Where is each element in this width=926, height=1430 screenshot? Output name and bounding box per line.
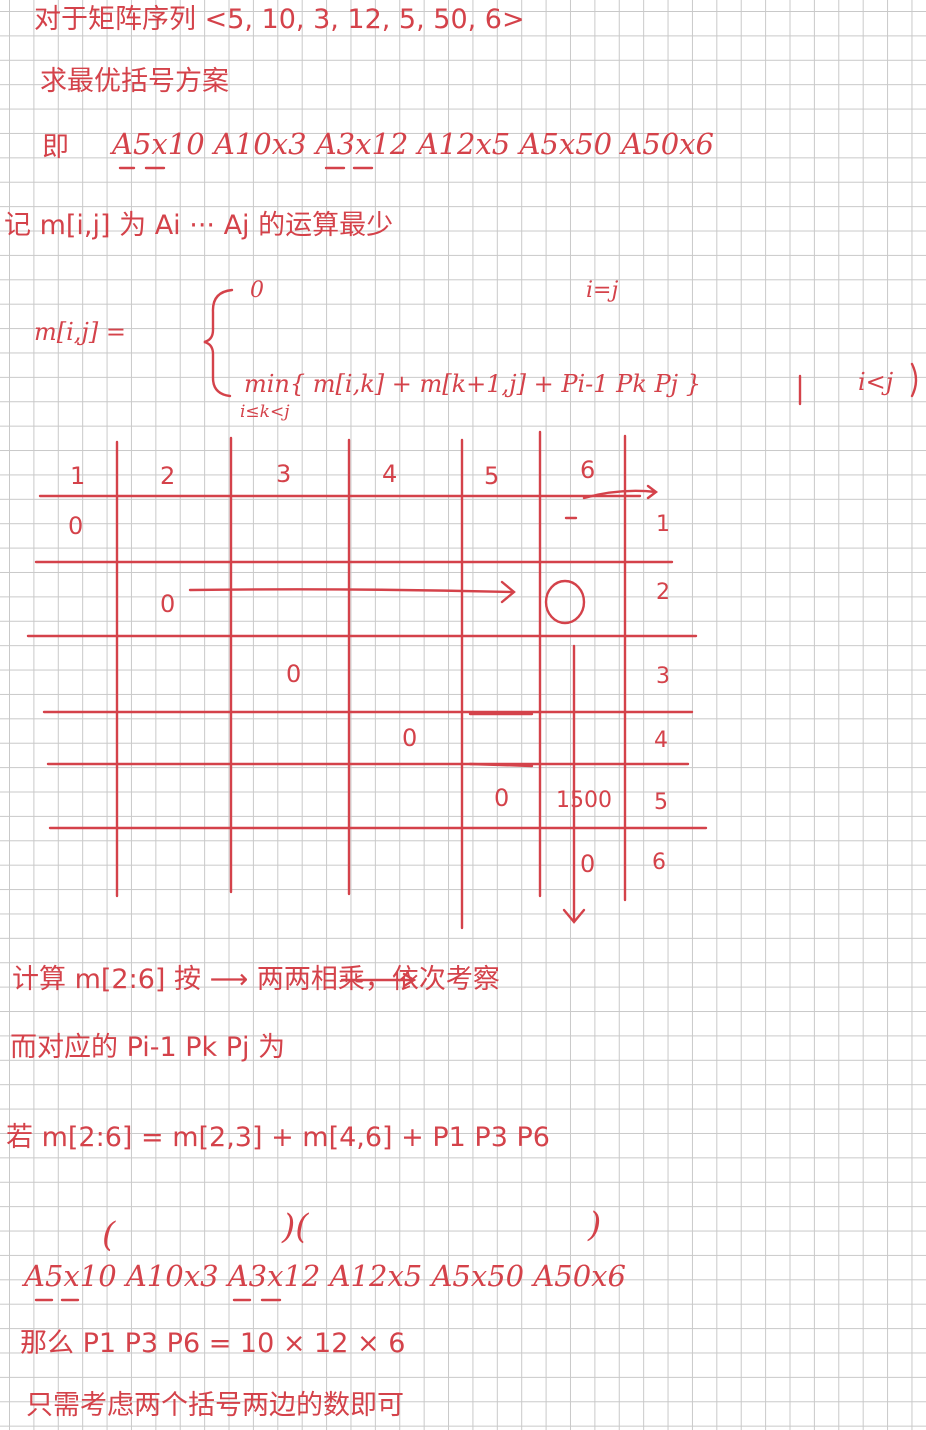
- row-arrow: [188, 588, 514, 594]
- table-col-header-5: 5: [484, 462, 500, 490]
- table-cell-1-1: 0: [68, 512, 84, 540]
- table-row-header-6: 6: [652, 850, 666, 875]
- table-row-header-3: 3: [656, 664, 670, 689]
- table-col-header-1: 1: [70, 462, 86, 490]
- table-cell-5-5: 0: [494, 784, 510, 812]
- recurrence-case2-condition: i<j: [858, 368, 894, 396]
- matrix-chain-bottom: A5x10 A10x3 A3x12 A12x5 A5x50 A50x6: [24, 1259, 626, 1293]
- table-row-header-4: 4: [654, 728, 668, 753]
- paren-close-2: ): [588, 1205, 602, 1245]
- note-line-1: 对于矩阵序列 <5, 10, 3, 12, 5, 50, 6>: [34, 4, 525, 35]
- note-last: 只需考虑两个括号两边的数即可: [26, 1390, 404, 1421]
- matrix-chain-top: A5x10 A10x3 A3x12 A12x5 A5x50 A50x6: [112, 127, 714, 161]
- recurrence-brace: [203, 288, 234, 398]
- note-line-4: 记 m[i,j] 为 Ai ··· Aj 的运算最少: [4, 210, 394, 241]
- table-col-header-4: 4: [382, 460, 398, 488]
- table-col-header-3: 3: [276, 460, 292, 488]
- table-row-header-2: 2: [656, 580, 670, 605]
- table-cell-5-6: 1500: [556, 788, 612, 813]
- table-row-header-1: 1: [656, 512, 670, 537]
- range-mark-bottom: [468, 762, 534, 768]
- recurrence-case2-value: min{ m[i,k] + m[k+1,j] + Pi-1 Pk Pj }: [244, 370, 701, 398]
- recurrence-close-paren: [910, 362, 918, 398]
- corner-mark: [582, 484, 658, 500]
- note-compute: 计算 m[2:6] 按 ⟶ 两两相乘，依次考察: [12, 964, 500, 995]
- row-arrow-head: [500, 580, 516, 604]
- table-cell-6-6: 0: [580, 850, 596, 878]
- table-cell-4-4: 0: [402, 724, 418, 752]
- target-cell-circle: [544, 579, 586, 625]
- note-if: 若 m[2:6] = m[2,3] + m[4,6] + P1 P3 P6: [6, 1122, 550, 1153]
- table-cell-2-2: 0: [160, 590, 176, 618]
- note-pkp: 而对应的 Pi-1 Pk Pj 为: [10, 1032, 286, 1063]
- note-line-2: 求最优括号方案: [40, 66, 229, 97]
- column-arrow-head: [562, 908, 586, 924]
- note-line-3-prefix: 即: [42, 132, 69, 163]
- table-col-header-2: 2: [160, 462, 176, 490]
- recurrence-case2-subscript: i≤k<j: [240, 402, 290, 422]
- table-row-header-5: 5: [654, 790, 668, 815]
- recurrence-lhs: m[i,j] =: [34, 318, 126, 346]
- paren-open-1: (: [102, 1215, 116, 1255]
- compute-arrow-head: [402, 972, 417, 988]
- note-product: 那么 P1 P3 P6 = 10 × 12 × 6: [20, 1328, 406, 1359]
- table-cell-3-3: 0: [286, 660, 302, 688]
- recurrence-case1-value: 0: [250, 278, 264, 303]
- recurrence-case1-condition: i=j: [586, 278, 619, 303]
- table-col-header-6: 6: [580, 456, 596, 484]
- paren-mid: )(: [282, 1207, 309, 1247]
